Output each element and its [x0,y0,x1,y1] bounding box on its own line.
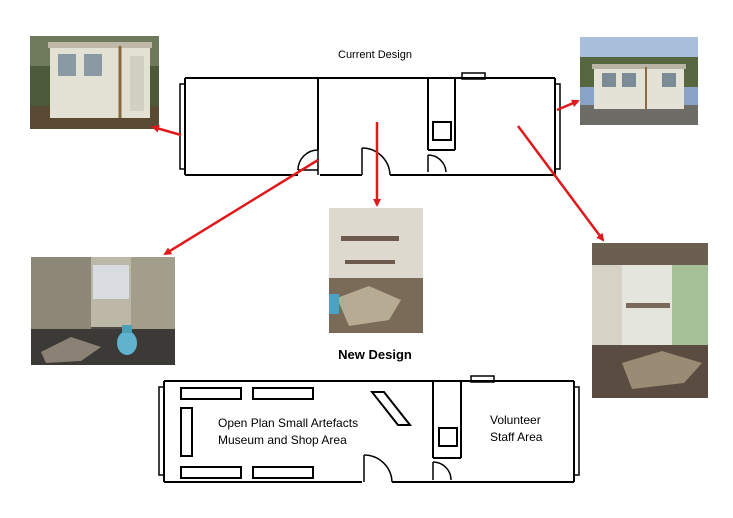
current-design-title: Current Design [338,49,412,61]
arrow-to-exterior-right [556,99,580,112]
arrow-to-interior-right [516,125,605,242]
museum-area-label: Open Plan Small Artefacts Museum and Sho… [218,415,378,449]
new-design-title: New Design [338,347,412,362]
current-plan-end-windows [179,72,561,170]
museum-label-line1: Open Plan Small Artefacts [218,416,359,430]
new-plan [158,375,580,483]
staff-label-line2: Staff Area [490,430,543,444]
photo-exterior-right [580,37,698,125]
photo-interior-right [592,243,708,398]
staff-label-line1: Volunteer [490,413,541,427]
arrow-to-interior-left [163,158,319,256]
photo-exterior-left [30,36,159,129]
museum-label-line2: Museum and Shop Area [218,433,347,447]
new-plan-partitions [432,381,462,459]
current-plan-doors [297,147,447,176]
current-plan-partitions [317,78,456,151]
new-plan-doors [363,454,452,483]
arrow-to-exterior-left [151,124,182,137]
photo-arrows [151,99,605,256]
photo-interior-left [31,257,175,365]
staff-area-label: Volunteer Staff Area [490,412,570,446]
new-plan-end-windows [158,375,580,476]
photo-interior-center [329,208,423,333]
new-plan-display-units [180,387,413,479]
current-plan [179,72,561,176]
current-plan-outer-wall [184,77,556,176]
